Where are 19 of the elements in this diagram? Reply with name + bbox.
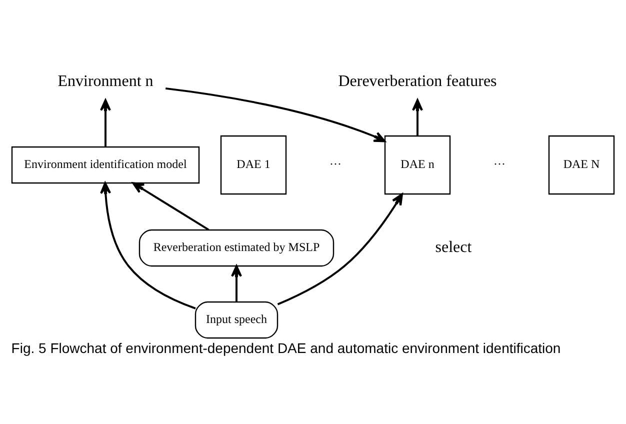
node-box: DAE 1	[220, 134, 287, 194]
node-box: Environment identification model	[11, 146, 200, 184]
node-text: Environment n	[58, 72, 154, 90]
arrow	[100, 98, 111, 146]
arrow	[231, 264, 242, 302]
arrow	[165, 86, 386, 142]
arrow	[100, 182, 196, 309]
label: ···	[494, 156, 506, 171]
arrow	[412, 98, 423, 136]
label: select	[435, 238, 472, 256]
node-box: Reverberation estimated by MSLP	[138, 228, 334, 266]
arrow	[132, 182, 210, 230]
label: ···	[330, 156, 342, 171]
node-text: Dereverberation features	[338, 72, 497, 90]
node-box: DAE n	[384, 134, 451, 194]
arrow	[277, 192, 403, 305]
caption: Fig. 5 Flowchat of environment-dependent DAE and automatic environment identification	[11, 340, 561, 356]
node-box: DAE N	[548, 134, 615, 194]
node-box: Input speech	[194, 300, 278, 338]
